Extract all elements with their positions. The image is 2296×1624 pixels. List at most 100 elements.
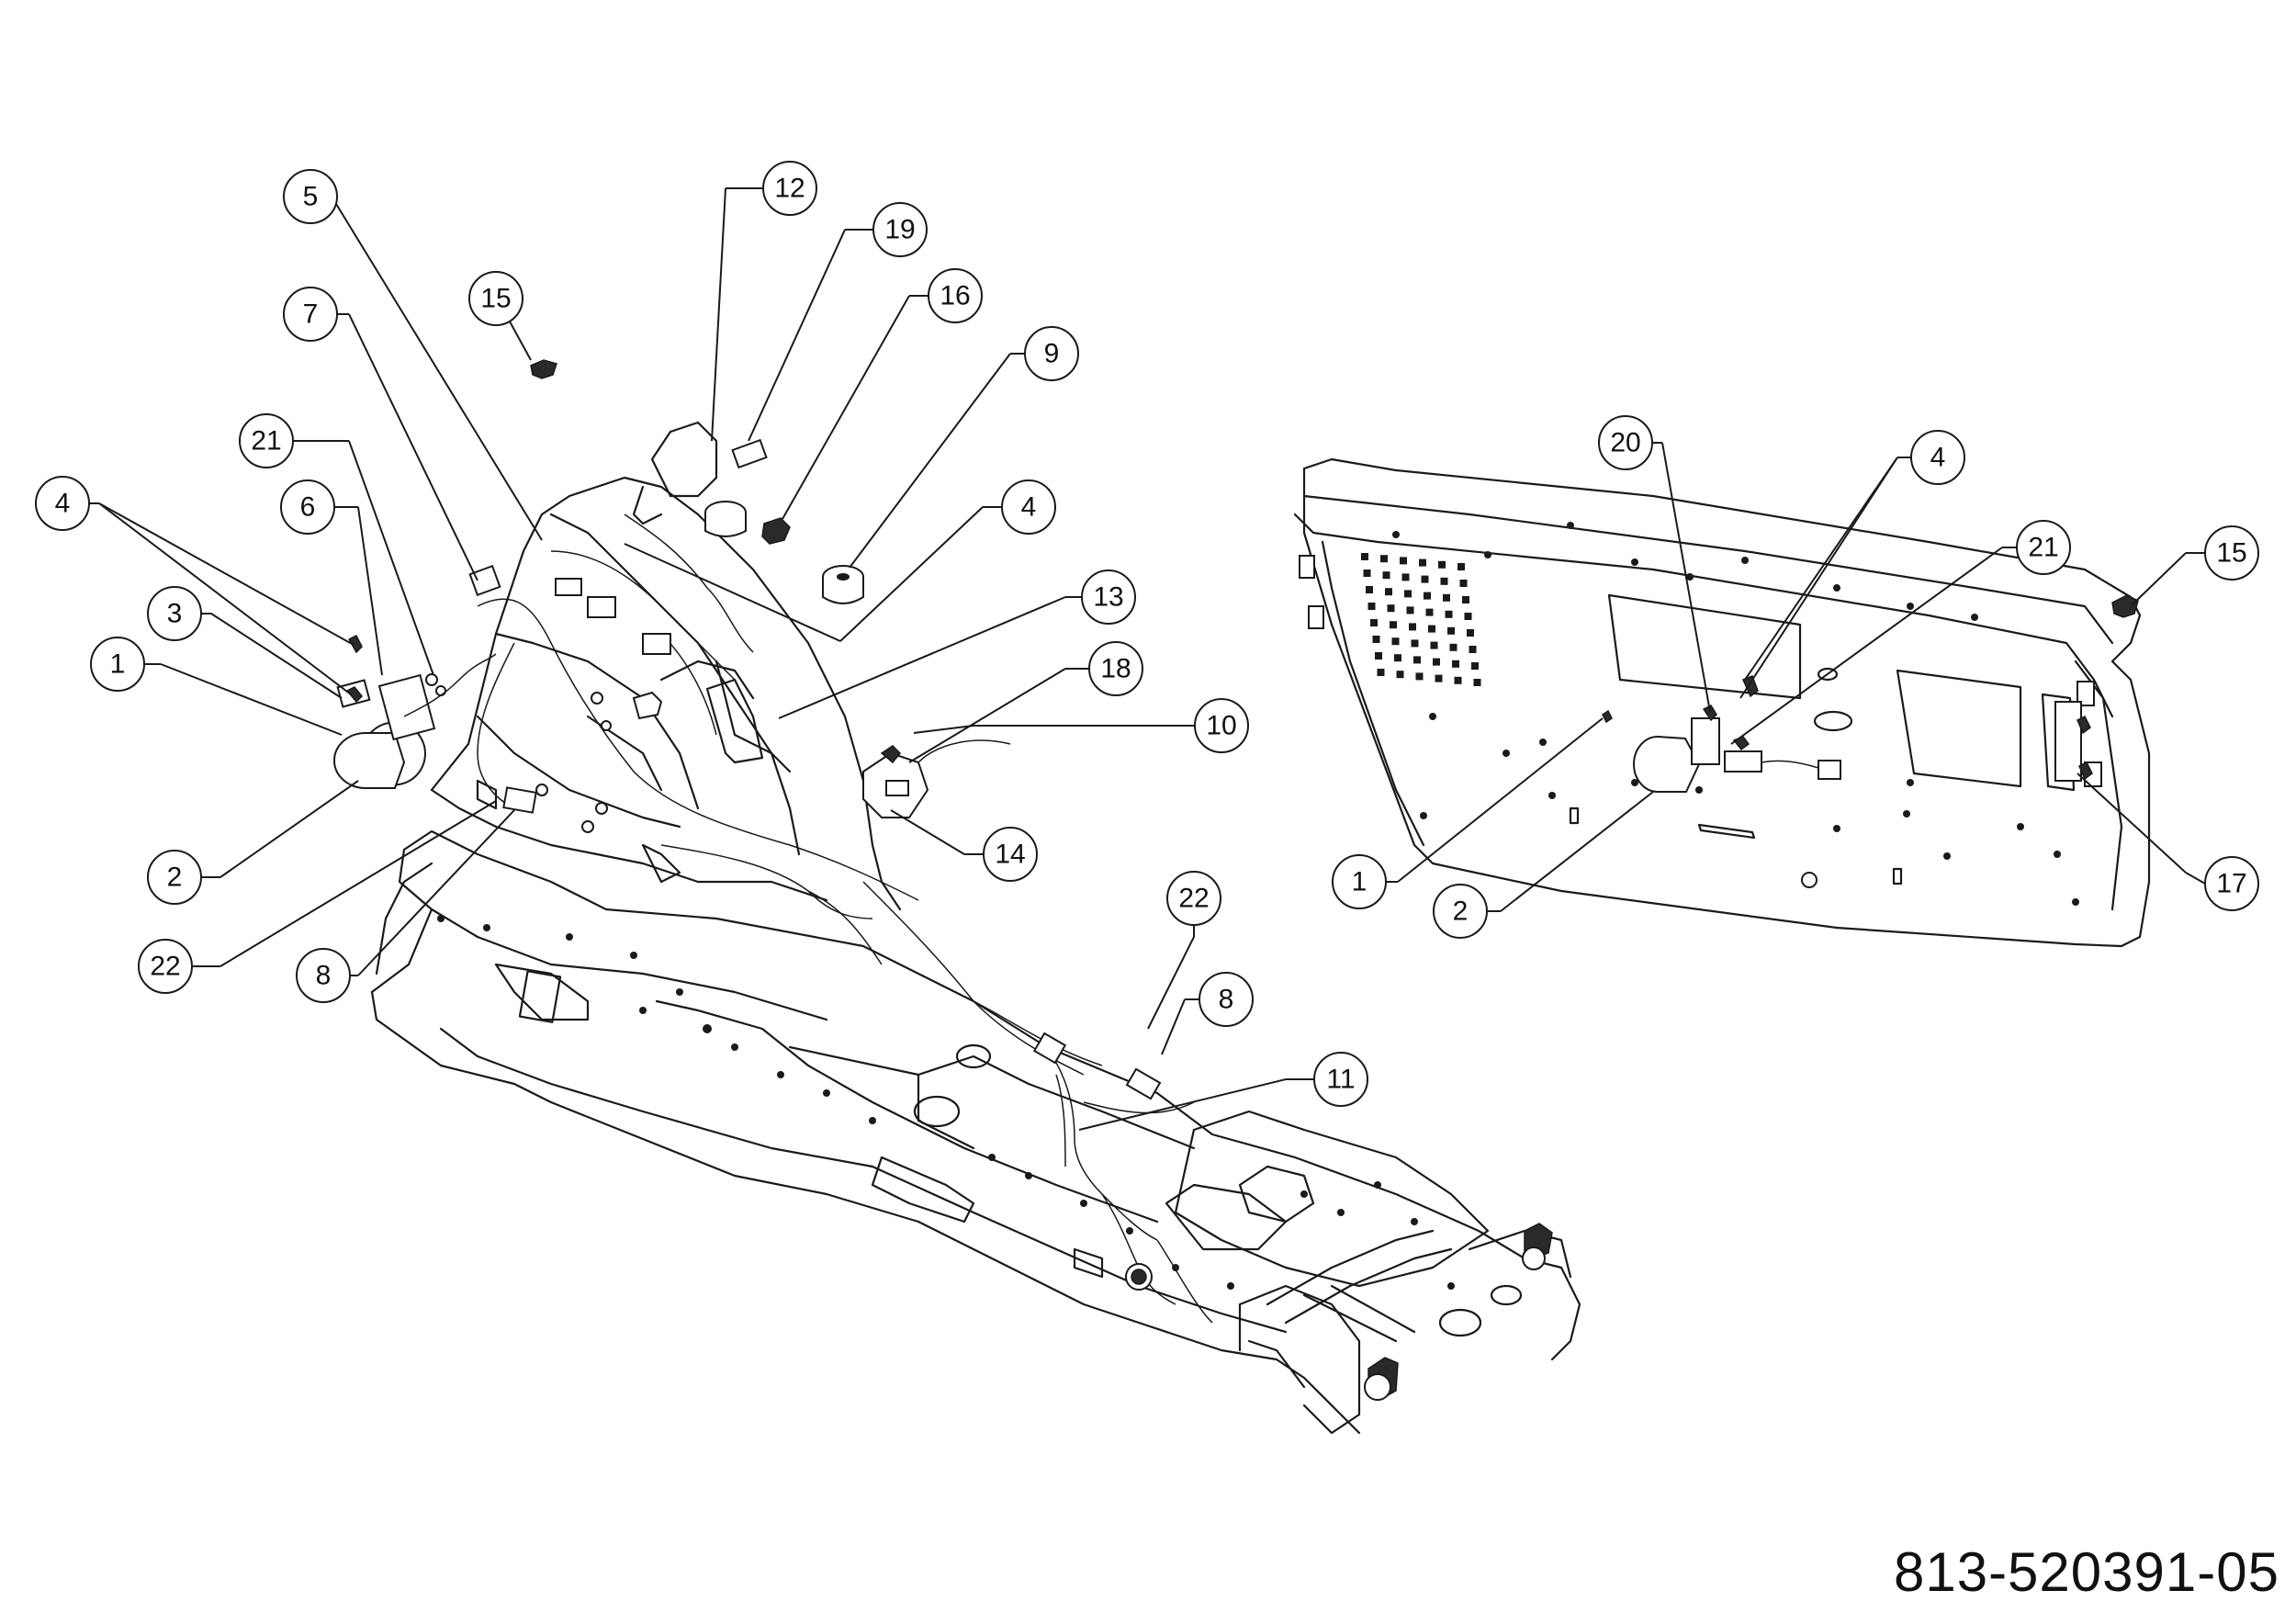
- callout-leader: [98, 502, 352, 695]
- callout-circle: [296, 948, 351, 1003]
- callout-label: 16: [940, 281, 970, 311]
- diagram-number: 813-520391-05: [1893, 1541, 2279, 1603]
- callout-4: 4: [35, 476, 355, 695]
- callout-label: 9: [1044, 339, 1060, 369]
- callout-circle: [1088, 641, 1143, 696]
- callout-leader: [509, 321, 532, 361]
- callout-label: 20: [1610, 428, 1640, 458]
- callout-leader: [624, 543, 841, 642]
- callout-15: 15: [2132, 525, 2259, 605]
- callout-10: 10: [913, 698, 1249, 753]
- callout-4: 4: [1739, 430, 1965, 699]
- callout-circle: [983, 827, 1038, 882]
- callout-7: 7: [283, 287, 478, 581]
- callout-leader: [1397, 717, 1604, 883]
- callout-leader: [1147, 936, 1195, 1030]
- callout-21: 21: [1730, 520, 2071, 745]
- callout-leader: [219, 800, 497, 967]
- callout-2: 2: [1433, 791, 1654, 939]
- callout-leader: [778, 596, 1066, 719]
- callout-circle: [762, 161, 817, 216]
- loose-parts-left: [333, 359, 864, 789]
- callout-circle: [2204, 856, 2259, 911]
- callout-15: 15: [468, 271, 532, 361]
- callout-11: 11: [1078, 1052, 1368, 1131]
- callout-14: 14: [890, 809, 1038, 882]
- callout-leader: [748, 229, 846, 442]
- callout-circle: [280, 479, 335, 535]
- callout-leader: [1730, 547, 2003, 745]
- callout-label: 4: [1930, 443, 1946, 473]
- callout-4: 4: [624, 479, 1056, 642]
- callout-3: 3: [147, 586, 343, 699]
- callout-21: 21: [239, 413, 434, 676]
- callout-label: 1: [110, 649, 126, 680]
- callout-leader: [1078, 1078, 1287, 1131]
- callout-label: 21: [251, 426, 281, 457]
- callout-circle: [1332, 854, 1387, 909]
- callout-leader: [908, 668, 1066, 763]
- callout-circle: [138, 939, 193, 994]
- callout-leader: [357, 809, 515, 976]
- callout-leader: [849, 353, 1011, 569]
- callout-circle: [1081, 570, 1136, 625]
- callout-leader: [2132, 552, 2187, 605]
- callout-label: 8: [316, 961, 332, 991]
- callout-leader: [335, 203, 543, 541]
- callout-circle: [239, 413, 294, 468]
- callout-label: 2: [1453, 897, 1469, 927]
- callout-label: 22: [150, 952, 180, 982]
- callout-leader: [1500, 791, 1654, 912]
- callout-label: 7: [303, 299, 319, 330]
- callout-label: 3: [167, 599, 183, 629]
- callout-leader: [160, 663, 343, 736]
- callout-label: 4: [55, 489, 71, 519]
- callout-leader: [890, 809, 965, 855]
- callout-leader: [839, 506, 984, 642]
- callout-12: 12: [711, 161, 817, 442]
- callout-label: 21: [2028, 533, 2058, 563]
- callout-label: 22: [1178, 884, 1209, 914]
- callout-1: 1: [1332, 717, 1604, 909]
- callout-leader: [1661, 442, 1711, 713]
- frame-assembly: [370, 829, 1581, 1435]
- callout-18: 18: [908, 641, 1143, 763]
- callout-label: 15: [480, 284, 511, 314]
- callout-leader: [2077, 773, 2187, 874]
- callout-leader: [348, 313, 478, 581]
- callout-leader: [2185, 872, 2206, 885]
- callout-leader: [1161, 998, 1186, 1055]
- callout-label: 8: [1219, 985, 1234, 1015]
- callout-circle: [928, 268, 983, 323]
- callout-5: 5: [283, 169, 543, 541]
- callout-label: 2: [167, 863, 183, 893]
- callout-9: 9: [849, 326, 1079, 569]
- callout-circle: [1433, 884, 1488, 939]
- callout-circle: [1598, 415, 1653, 470]
- callout-17: 17: [2077, 773, 2259, 911]
- callout-circle: [1001, 479, 1056, 535]
- callout-6: 6: [280, 479, 383, 676]
- callout-22: 22: [1147, 871, 1221, 1030]
- callout-circle: [1199, 972, 1254, 1027]
- callout-2: 2: [147, 780, 359, 905]
- callout-22: 22: [138, 800, 497, 994]
- callout-circle: [2016, 520, 2071, 575]
- dash-tower: [430, 421, 1085, 1076]
- callout-label: 17: [2216, 869, 2246, 899]
- callout-circle: [1166, 871, 1221, 926]
- callout-circle: [872, 202, 928, 257]
- callout-leader: [782, 295, 910, 520]
- callout-19: 19: [748, 202, 928, 442]
- callout-circle: [90, 637, 145, 692]
- callout-1: 1: [90, 637, 343, 736]
- callout-circle: [2204, 525, 2259, 581]
- callout-circle: [1194, 698, 1249, 753]
- callout-label: 11: [1326, 1065, 1355, 1095]
- callout-circle: [147, 586, 202, 641]
- callout-label: 1: [1352, 867, 1367, 897]
- callout-label: 19: [884, 215, 915, 245]
- callout-circle: [1313, 1052, 1368, 1107]
- callout-13: 13: [778, 570, 1136, 719]
